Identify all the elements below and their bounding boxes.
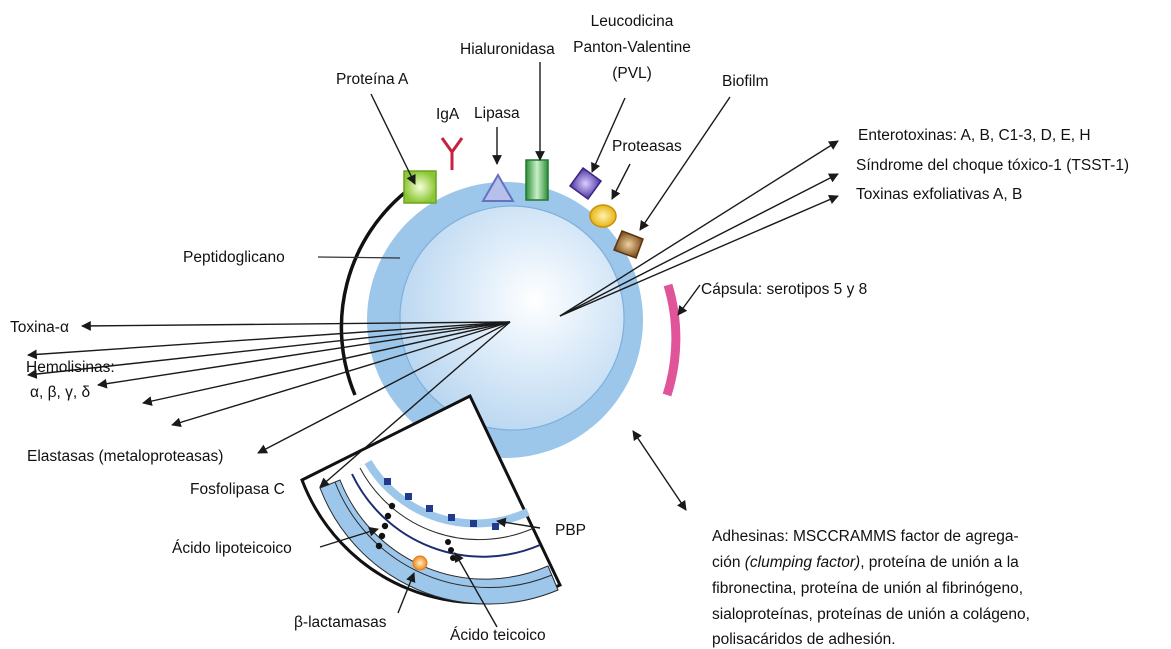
label-tsst: Síndrome del choque tóxico-1 (TSST-1) xyxy=(856,157,1129,174)
adhesinas-line-5: polisacáridos de adhesión. xyxy=(712,631,896,648)
pbp-marker xyxy=(492,523,499,530)
label-beta-lactamasas: β-lactamasas xyxy=(294,614,387,631)
pbp-marker xyxy=(405,493,412,500)
label-hemolisinas-line2: α, β, γ, δ xyxy=(30,384,90,401)
capsule-arc xyxy=(667,285,676,395)
iga-icon xyxy=(442,138,462,170)
pbp-marker xyxy=(448,514,455,521)
pbp-marker xyxy=(426,505,433,512)
adhesinas-line-3: fibronectina, proteína de unión al fibri… xyxy=(712,580,1023,597)
label-iga: IgA xyxy=(436,106,460,123)
proteasas-icon xyxy=(590,205,616,227)
adhesinas-line-4: sialoproteínas, proteínas de unión a col… xyxy=(712,606,1030,623)
label-acido-lipoteicoico: Ácido lipoteicoico xyxy=(172,540,292,557)
adhesinas-line-1: Adhesinas: MSCCRAMMS factor de agrega- xyxy=(712,528,1019,545)
adhesinas-description: Adhesinas: MSCCRAMMS factor de agrega- c… xyxy=(712,528,1030,648)
label-capsula: Cápsula: serotipos 5 y 8 xyxy=(701,281,867,298)
label-lipasa: Lipasa xyxy=(474,105,520,122)
beta-lactamase-marker xyxy=(413,556,427,570)
label-acido-teicoico: Ácido teicoico xyxy=(450,627,546,644)
hialuronidasa-icon xyxy=(526,160,548,200)
pbp-marker xyxy=(470,520,477,527)
label-hemolisinas-line1: Hemolisinas: xyxy=(26,359,115,376)
label-proteina-a: Proteína A xyxy=(336,71,409,88)
label-pvl-line2: Panton-Valentine xyxy=(573,39,691,56)
adhesinas-line-2: ción (clumping factor), proteína de unió… xyxy=(712,554,1019,571)
label-enterotoxinas: Enterotoxinas: A, B, C1-3, D, E, H xyxy=(858,127,1091,144)
label-pvl-line1: Leucodicina xyxy=(591,13,674,30)
pvl-icon xyxy=(570,168,601,199)
label-exfoliativas: Toxinas exfoliativas A, B xyxy=(856,186,1022,203)
label-hialuronidasa: Hialuronidasa xyxy=(460,41,555,58)
label-pvl-line3: (PVL) xyxy=(612,65,652,82)
cell-cytoplasm xyxy=(400,206,624,430)
proteina-a-icon xyxy=(404,171,436,203)
label-elastasas: Elastasas (metaloproteasas) xyxy=(27,448,223,465)
label-biofilm: Biofilm xyxy=(722,73,769,90)
label-proteasas: Proteasas xyxy=(612,138,682,155)
label-pbp: PBP xyxy=(555,522,586,539)
label-toxina-alfa: Toxina-α xyxy=(10,319,69,336)
pbp-marker xyxy=(384,478,391,485)
label-peptidoglicano: Peptidoglicano xyxy=(183,249,285,266)
label-fosfolipasa: Fosfolipasa C xyxy=(190,481,285,498)
